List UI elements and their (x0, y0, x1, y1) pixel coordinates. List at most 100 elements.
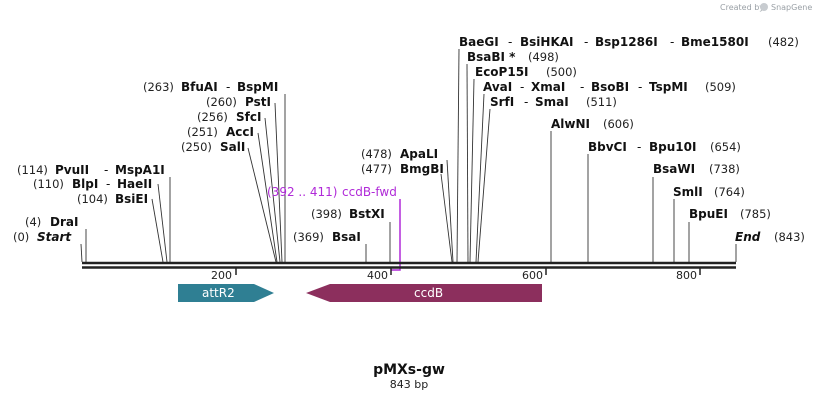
connector-bsiei (151, 198, 164, 263)
site-position: (738) (709, 162, 740, 176)
connector-avai (475, 93, 485, 263)
enzyme-name: SalI (220, 140, 245, 154)
feature-attr2[interactable]: attR2 (178, 284, 274, 302)
site-sfci[interactable]: (256) SfcI (197, 110, 261, 124)
enzyme-name: HaeII (117, 177, 152, 191)
site-bmgbi[interactable]: (477) BmgBI (361, 162, 444, 176)
enzyme-name: SrfI (490, 95, 514, 109)
enzyme-separator: - (226, 80, 230, 94)
site-bsai[interactable]: (369) BsaI (293, 230, 361, 244)
enzyme-name: MspA1I (115, 163, 165, 177)
map-title: pMXs-gw (373, 362, 445, 378)
site-position: (263) (143, 80, 174, 94)
enzyme-name: BpuEI (689, 207, 728, 221)
site-psti[interactable]: (260) PstI (206, 95, 271, 109)
enzyme-name: Bsp1286I (595, 35, 658, 49)
site-position: (256) (197, 110, 228, 124)
enzyme-name: AlwNI (551, 117, 590, 131)
site-position: (398) (311, 207, 342, 221)
ruler-tick-800: 800 (676, 269, 697, 282)
feature-attr2-label: attR2 (202, 286, 235, 300)
enzyme-separator: - (104, 163, 108, 177)
end-label: End (843) (735, 230, 805, 244)
enzyme-name: Bme1580I (681, 35, 749, 49)
enzyme-name: BbvCI (588, 140, 627, 154)
site-position: (477) (361, 162, 392, 176)
site-position: (498) (528, 50, 559, 64)
map-length: 843 bp (390, 378, 428, 391)
site-position: (654) (710, 140, 741, 154)
site-position: (104) (77, 192, 108, 206)
site-baegi[interactable]: BaeGI - BsiHKAI - Bsp1286I - Bme1580I (4… (459, 35, 799, 49)
site-position: (511) (586, 95, 617, 109)
ruler: 200 400 600 800 (211, 268, 701, 282)
site-bstxi[interactable]: (398) BstXI (311, 207, 385, 221)
ruler-tick-600: 600 (522, 269, 543, 282)
site-drai[interactable]: (4) DraI (25, 215, 78, 229)
enzyme-separator: - (520, 80, 524, 94)
ruler-tick-200: 200 (211, 269, 232, 282)
site-smli[interactable]: SmlI (764) (673, 185, 745, 199)
site-apali[interactable]: (478) ApaLI (361, 147, 438, 161)
enzyme-name: BsaWI (653, 162, 695, 176)
primer-ccdb-fwd[interactable]: (392 .. 411) ccdB-fwd (267, 185, 401, 271)
start-label: (0) Start (13, 230, 72, 244)
enzyme-name: DraI (50, 215, 78, 229)
enzyme-separator: - (584, 35, 588, 49)
enzyme-name: AvaI (483, 80, 512, 94)
connector-psti (274, 102, 283, 263)
credit-brand: SnapGene (771, 3, 812, 12)
site-alwni[interactable]: AlwNI (606) (551, 117, 634, 131)
site-bfuai[interactable]: (263) BfuAI - BspMI (143, 80, 278, 94)
site-avai[interactable]: AvaI - XmaI - BsoBI - TspMI (509) (483, 80, 736, 94)
site-sali[interactable]: (250) SalI (181, 140, 245, 154)
site-position: (606) (603, 117, 634, 131)
enzyme-name: BsiEI (115, 192, 148, 206)
site-acci[interactable]: (251) AccI (187, 125, 254, 139)
enzyme-separator: - (670, 35, 674, 49)
connector-sfci (264, 117, 281, 263)
start-text: Start (37, 230, 72, 244)
enzyme-name: BsiHKAI (520, 35, 574, 49)
feature-ccdb-arrow (306, 284, 542, 302)
enzyme-separator: - (580, 80, 584, 94)
site-position: (482) (768, 35, 799, 49)
site-bbvci[interactable]: BbvCI - Bpu10I (654) (588, 140, 741, 154)
site-pvuii[interactable]: (114) PvuII - MspA1I (17, 163, 165, 177)
enzyme-separator: - (638, 80, 642, 94)
enzyme-name: PvuII (55, 163, 89, 177)
enzyme-name: Bpu10I (649, 140, 696, 154)
feature-attr2-arrow (178, 284, 274, 302)
connector-start (80, 243, 83, 263)
feature-ccdb-label: ccdB (414, 286, 443, 300)
enzyme-name: PstI (245, 95, 271, 109)
site-position: (500) (546, 65, 577, 79)
site-blpi[interactable]: (110) BlpI - HaeII (33, 177, 152, 191)
site-bsiei[interactable]: (104) BsiEI (77, 192, 148, 206)
enzyme-name: EcoP15I (475, 65, 529, 79)
enzyme-name: BsoBI (591, 80, 629, 94)
site-position: (250) (181, 140, 212, 154)
snapgene-credit: Created by SnapGene (720, 3, 812, 12)
site-bsawi[interactable]: BsaWI (738) (653, 162, 740, 176)
credit-text: Created by (720, 3, 764, 12)
connector-acci (257, 132, 278, 263)
site-bpuei[interactable]: BpuEI (785) (689, 207, 771, 221)
site-bsabi[interactable]: BsaBI * (498) (467, 50, 559, 64)
enzyme-name: BsaBI * (467, 50, 516, 64)
enzyme-name: BsaI (332, 230, 361, 244)
enzyme-separator: - (508, 35, 512, 49)
connector-baegi (456, 48, 460, 263)
connector-blpi (157, 183, 168, 263)
end-position: (843) (774, 230, 805, 244)
connector-sali (247, 147, 277, 263)
site-position: (509) (705, 80, 736, 94)
feature-ccdb[interactable]: ccdB (306, 284, 542, 302)
site-position: (369) (293, 230, 324, 244)
enzyme-name: XmaI (531, 80, 565, 94)
site-position: (110) (33, 177, 64, 191)
site-srfi[interactable]: SrfI - SmaI (511) (490, 95, 617, 109)
enzyme-name: SmaI (535, 95, 569, 109)
site-ecop15i[interactable]: EcoP15I (500) (475, 65, 577, 79)
